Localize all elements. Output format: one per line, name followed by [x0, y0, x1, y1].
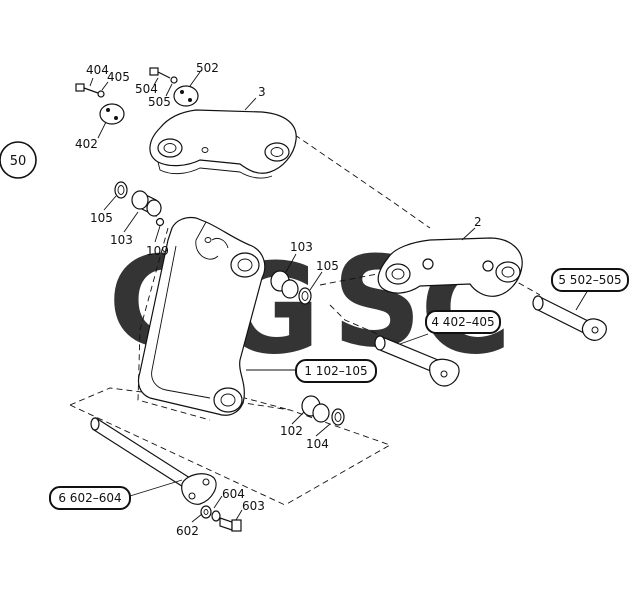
- bolt-part-404: [75, 83, 105, 98]
- seal-part-105-upper: [114, 181, 128, 199]
- group-box-6: 6 602–604: [49, 486, 131, 510]
- page-badge: 50: [0, 141, 37, 179]
- group-box-1-label: 1 102–105: [304, 364, 367, 378]
- page-badge-number: 50: [10, 154, 27, 169]
- seal-part-104: [331, 408, 345, 426]
- callout-602: 602: [176, 524, 199, 538]
- callout-103-upper: 103: [110, 233, 133, 247]
- group-box-5: 5 502–505: [551, 268, 629, 292]
- callout-109: 109: [146, 244, 169, 258]
- cap-part-502: [173, 85, 199, 107]
- pin-part-5: [532, 295, 607, 341]
- callout-502: 502: [196, 61, 219, 75]
- callout-3: 3: [258, 85, 266, 99]
- bolt-part-109: [155, 217, 165, 227]
- callout-405: 405: [107, 70, 130, 84]
- bolt-part-603: [219, 517, 242, 532]
- lever-plate-part-3: [149, 109, 297, 179]
- leader-lines: [89, 71, 589, 523]
- callout-2: 2: [474, 215, 482, 229]
- callout-103-right: 103: [290, 240, 313, 254]
- pin-part-6: [90, 417, 217, 505]
- group-box-4-label: 4 402–405: [431, 315, 494, 329]
- callout-102: 102: [280, 424, 303, 438]
- pin-part-4: [374, 335, 460, 387]
- washer-part-604: [211, 510, 221, 522]
- seal-part-105-right: [298, 287, 312, 305]
- callout-603: 603: [242, 499, 265, 513]
- callout-labels: 404 405 504 505 502 402 3 105 103 109 10…: [75, 61, 482, 538]
- callout-504: 504: [135, 82, 158, 96]
- bushing-part-103-upper: [131, 190, 162, 217]
- callout-404: 404: [86, 63, 109, 77]
- group-box-6-label: 6 602–604: [58, 491, 121, 505]
- callout-105-upper: 105: [90, 211, 113, 225]
- group-box-4: 4 402–405: [425, 310, 501, 334]
- callout-604: 604: [222, 487, 245, 501]
- callout-104: 104: [306, 437, 329, 451]
- callout-402: 402: [75, 137, 98, 151]
- callout-105-right: 105: [316, 259, 339, 273]
- group-box-1: 1 102–105: [295, 359, 377, 383]
- bushing-part-103-right: [270, 270, 299, 299]
- group-box-5-label: 5 502–505: [558, 273, 621, 287]
- callout-505: 505: [148, 95, 171, 109]
- washer-part-602: [200, 505, 212, 519]
- bushing-part-102: [301, 395, 330, 423]
- cap-part-402: [99, 103, 125, 125]
- bolt-part-504: [149, 67, 178, 84]
- lever-plate-part-2: [377, 237, 523, 297]
- frame-part-1: [137, 216, 266, 416]
